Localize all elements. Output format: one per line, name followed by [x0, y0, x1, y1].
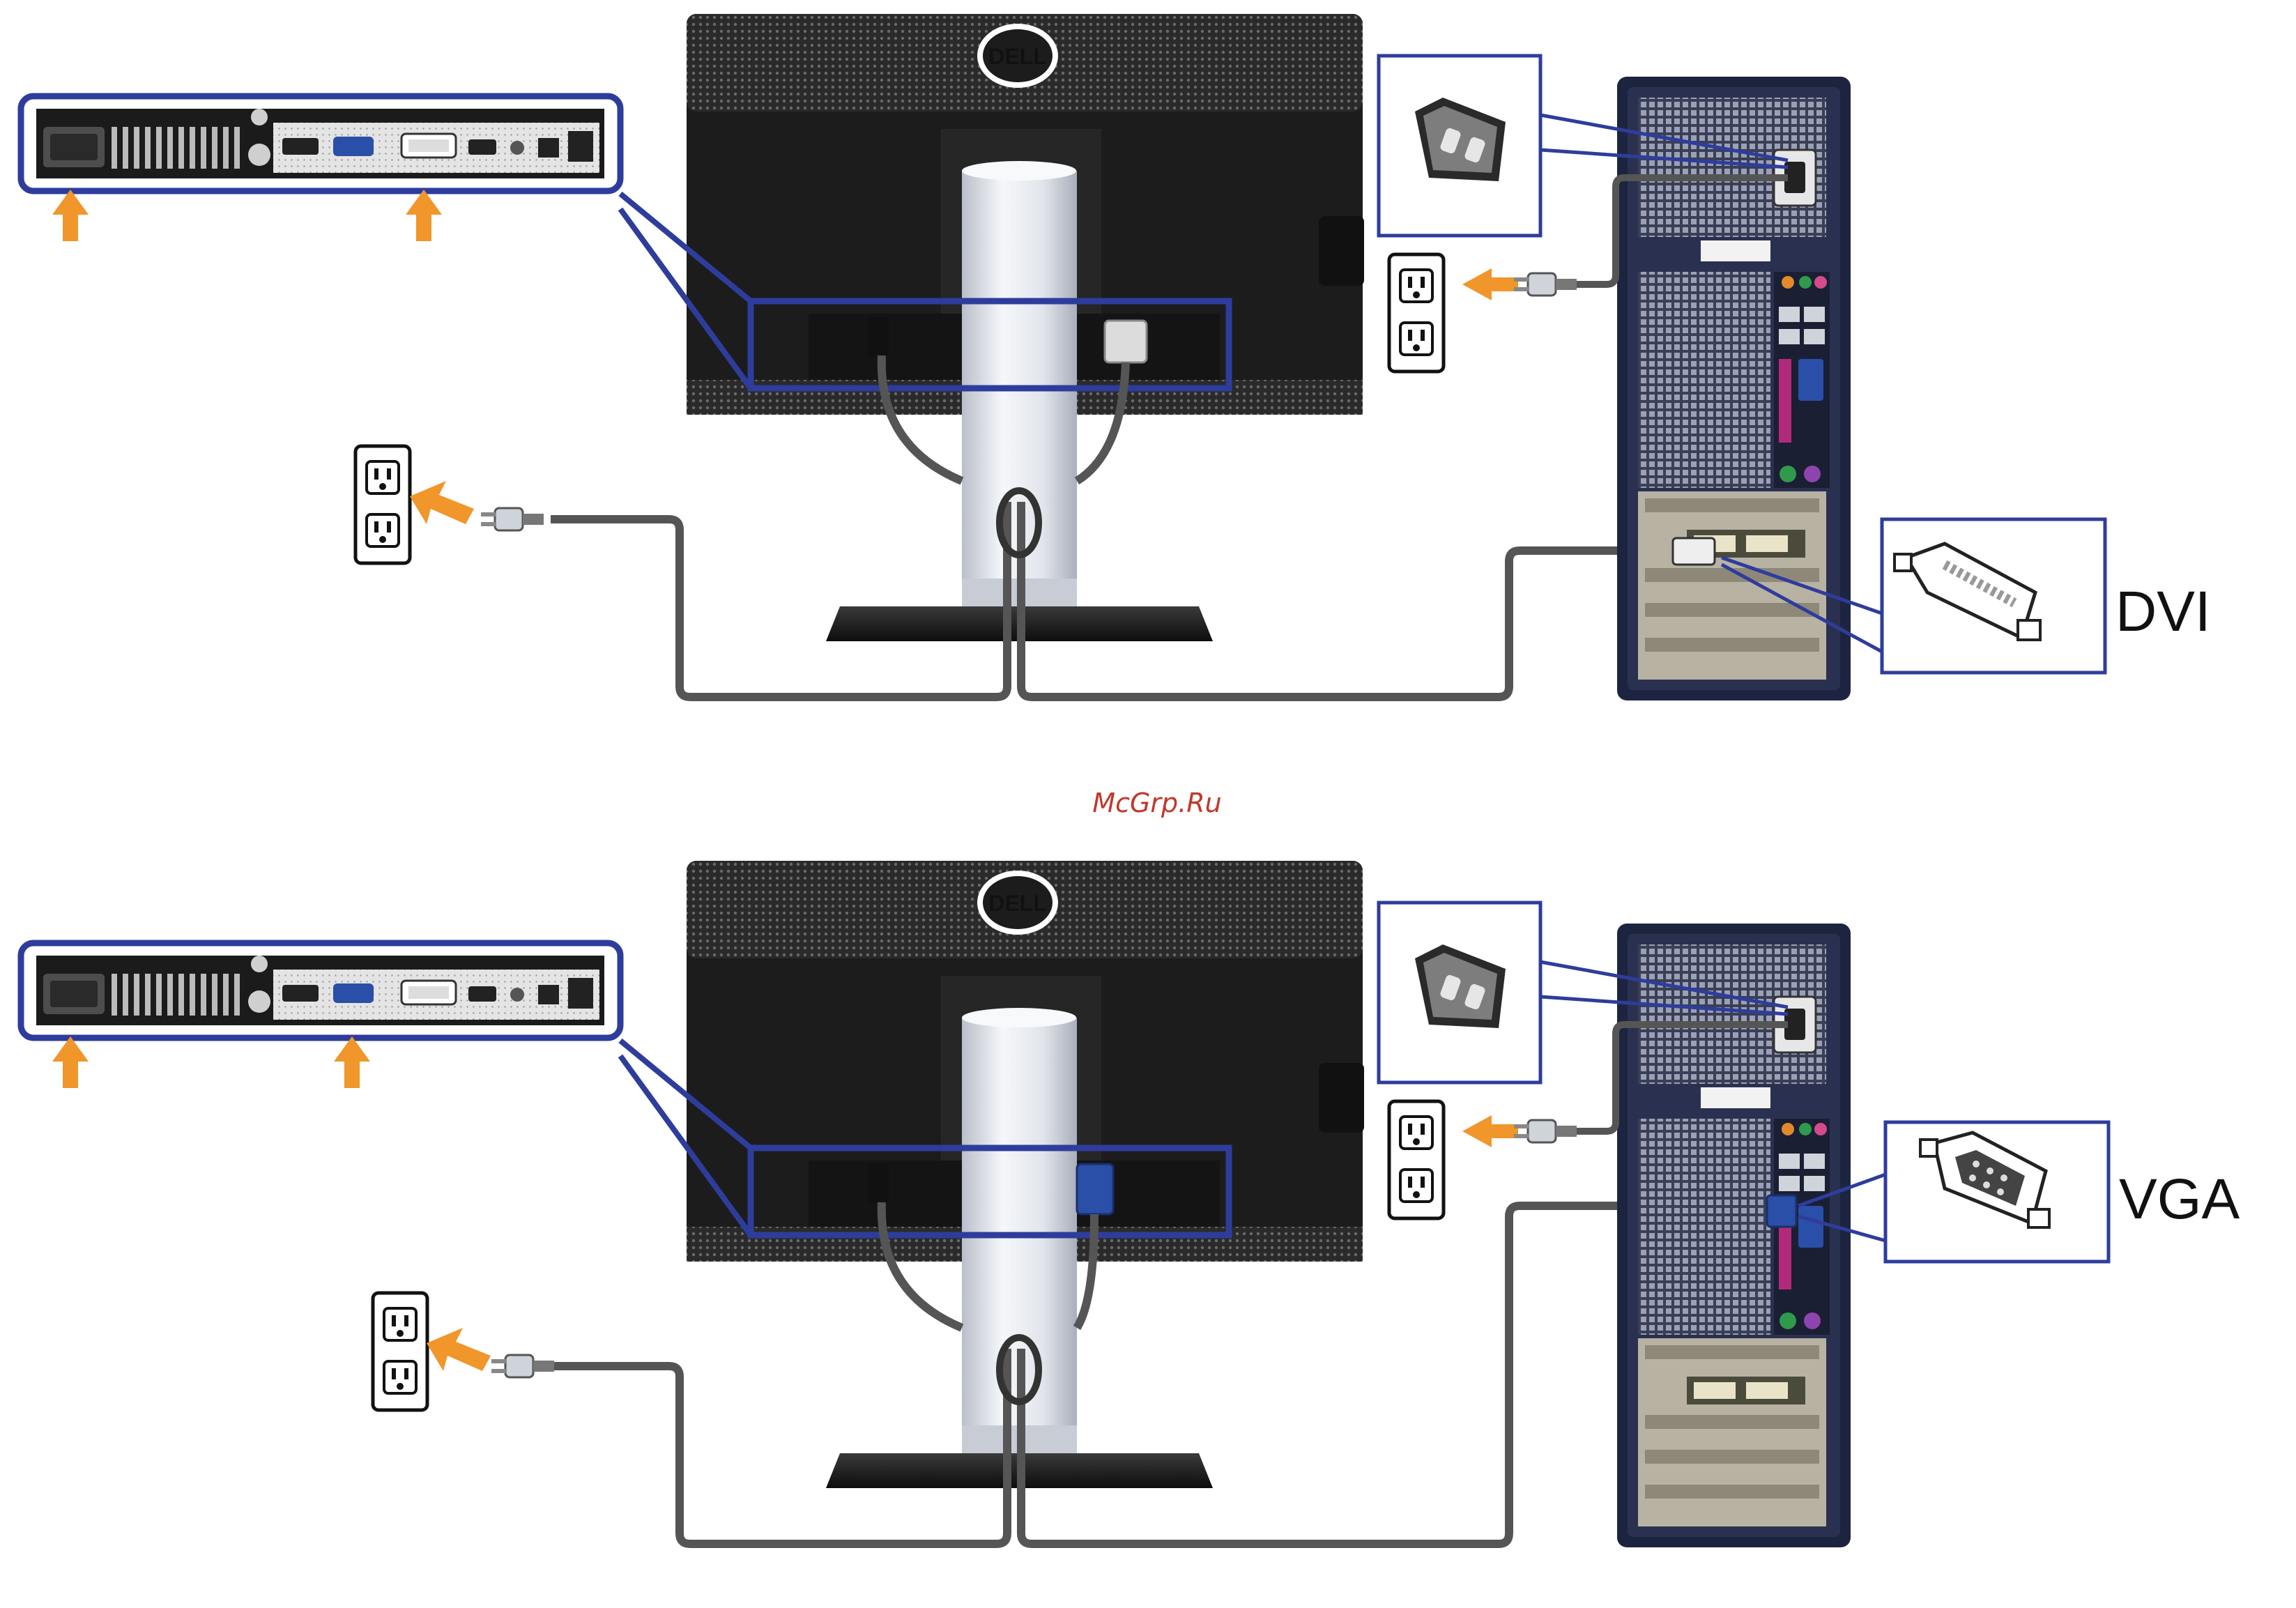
watermark: McGrp.Ru — [1092, 788, 1221, 818]
panel-dvi: DELL — [21, 14, 2211, 700]
brand-text: DELL — [988, 44, 1047, 69]
dvi-port-plugged — [1673, 538, 1715, 565]
power-plug-icon — [1514, 273, 1577, 296]
desktop-tower — [1617, 924, 1851, 1547]
wall-outlet-icon — [373, 1293, 427, 1410]
wall-outlet-icon — [355, 446, 410, 563]
wall-outlet-icon — [1389, 1101, 1444, 1218]
vga-port-plugged — [1767, 1195, 1796, 1227]
arrow-icon — [52, 1036, 89, 1088]
connector-label: DVI — [2115, 580, 2211, 643]
power-plug-icon — [491, 1355, 554, 1377]
wall-outlet-icon — [1389, 254, 1444, 372]
monitor-power-connector — [868, 317, 889, 355]
monitor-power-connector — [868, 1164, 889, 1202]
arrow-icon — [334, 1036, 370, 1088]
power-plug-icon — [1514, 1120, 1577, 1142]
brand-text: DELL — [988, 891, 1047, 916]
dell-logo: DELL — [977, 871, 1058, 935]
vga-cable-connector — [1077, 1164, 1113, 1214]
connector-label: VGA — [2119, 1167, 2240, 1231]
arrow-icon — [1462, 1115, 1518, 1147]
arrow-icon — [52, 190, 89, 241]
dell-logo: DELL — [977, 24, 1058, 88]
power-cable — [551, 1349, 1007, 1544]
arrow-icon — [406, 190, 442, 241]
panel-vga: DELL — [21, 861, 2240, 1547]
arrow-icon — [427, 1328, 491, 1371]
desktop-tower — [1617, 77, 1851, 700]
dvi-cable-connector — [1105, 321, 1147, 362]
power-cable — [551, 502, 1007, 697]
arrow-icon — [1462, 268, 1518, 300]
power-plug-icon — [481, 508, 544, 530]
rear-io-panel — [21, 96, 620, 191]
rear-io-panel — [21, 943, 620, 1038]
dvi-cable — [1021, 502, 1687, 697]
arrow-icon — [410, 481, 474, 524]
